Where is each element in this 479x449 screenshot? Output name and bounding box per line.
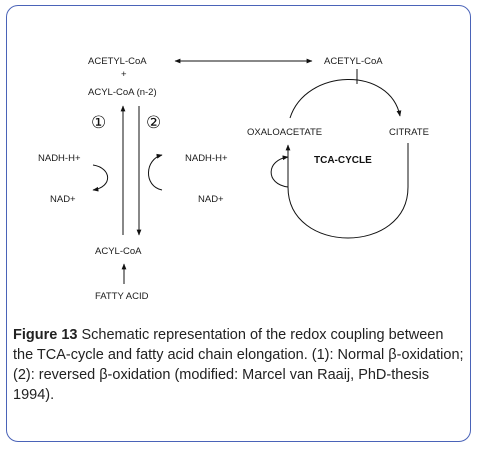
acetyl-coa-right-label: ACETYL-CoA [324, 56, 383, 67]
tca-bottom-loop-arrow [285, 143, 409, 239]
nadh-left-label: NADH-H+ [38, 153, 81, 164]
nadh-left-curve-arrow [92, 164, 109, 192]
acyl-coa-label: ACYL-CoA [95, 246, 142, 257]
acetyl-coa-left-label: ACETYL-CoA [88, 56, 147, 67]
nadh-right-curve-arrow [270, 155, 289, 188]
nadh-right-label: NADH-H+ [185, 153, 228, 164]
nadh-middle-curve-arrow [148, 153, 163, 191]
nad-left-label: NAD+ [50, 194, 76, 205]
redox-coupling-diagram: ACETYL-CoA + ACYL-CoA (n-2) ACETYL-CoA ①… [38, 56, 429, 302]
figure-caption: Figure 13 Schematic representation of th… [13, 325, 465, 405]
figure-caption-label: Figure 13 [13, 327, 78, 343]
circle-2-label: ② [146, 113, 161, 133]
circle-1-label: ① [91, 113, 106, 133]
fatty-acid-label: FATTY ACID [95, 291, 149, 302]
tca-cycle-label: TCA-CYCLE [314, 155, 372, 166]
figure-frame [6, 5, 471, 442]
oxaloacetate-label: OXALOACETATE [247, 127, 322, 138]
nad-right-label: NAD+ [198, 194, 224, 205]
acyl-coa-n2-label: ACYL-CoA (n-2) [88, 87, 157, 98]
figure-caption-text: Schematic representation of the redox co… [13, 327, 464, 403]
tca-top-arc-arrow [289, 79, 402, 119]
plus-sign: + [121, 69, 127, 80]
citrate-label: CITRATE [389, 127, 429, 138]
